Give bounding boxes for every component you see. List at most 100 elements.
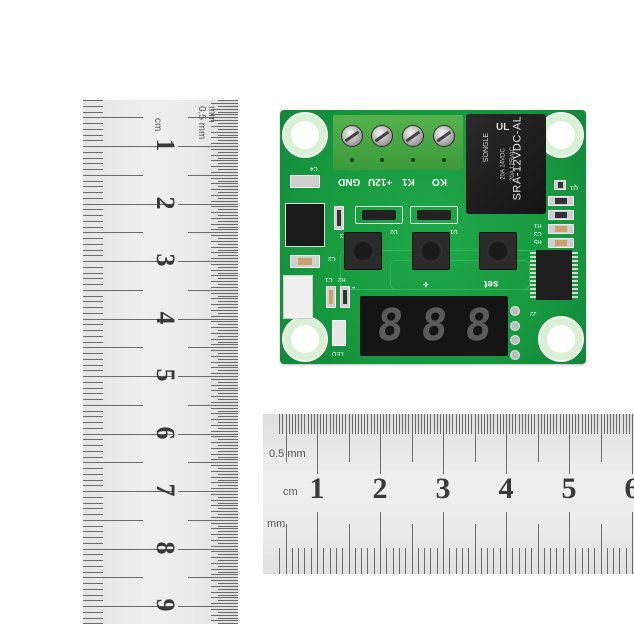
ruler-tick [427, 414, 429, 434]
ruler-tick [178, 318, 238, 320]
ruler-number: 2 [151, 196, 180, 209]
plus-button[interactable] [412, 232, 450, 270]
ruler-tick [218, 238, 238, 239]
ruler-tick [211, 125, 238, 127]
ruler-tick [512, 548, 514, 574]
label-minus: - [352, 282, 356, 293]
ruler-tick [83, 192, 103, 193]
ruler-tick [218, 186, 238, 188]
ruler-tick [218, 255, 238, 257]
label-12v: +12U [368, 176, 393, 187]
terminal-screw[interactable] [341, 125, 363, 147]
ruler-tick [83, 525, 103, 527]
ruler-tick [600, 524, 602, 574]
ruler-tick [211, 614, 238, 616]
terminal-screw[interactable] [371, 125, 393, 147]
ruler-half-mm-label: 0.5 mm [269, 448, 306, 460]
set-button[interactable] [479, 232, 517, 270]
mounting-hole [282, 316, 328, 362]
ruler-tick [310, 548, 312, 574]
terminal-screw[interactable] [433, 125, 455, 147]
ruler-tick [351, 414, 353, 434]
ruler-tick [211, 246, 238, 248]
transistor-q1 [554, 180, 566, 190]
ruler-tick [211, 223, 238, 225]
ruler-tick [83, 468, 103, 469]
ruler-tick [83, 301, 103, 303]
ruler-tick [493, 548, 495, 574]
ruler-tick [632, 414, 633, 474]
ruler-tick [575, 414, 577, 434]
ruler-tick [218, 111, 238, 113]
ruler-tick [188, 577, 238, 579]
ruler-tick [83, 284, 103, 285]
ruler-tick [211, 407, 238, 409]
ruler-tick [443, 512, 444, 574]
ruler-tick [490, 414, 492, 434]
ruler-tick [380, 414, 381, 474]
ruler-tick [587, 548, 589, 574]
label-c1: C1 [325, 276, 333, 282]
ruler-tick [83, 134, 103, 136]
label-q1: Q1 [570, 184, 579, 190]
header-pin [510, 349, 520, 360]
ruler-tick [218, 485, 238, 487]
ruler-tick [211, 545, 238, 547]
ruler-tick [211, 309, 238, 311]
ruler-tick [218, 272, 238, 274]
voltage-regulator [285, 203, 325, 247]
ruler-tick [285, 414, 287, 462]
ruler-tick [83, 594, 103, 596]
ruler-tick [395, 414, 397, 434]
ruler-tick [211, 361, 238, 363]
ruler-tick [211, 177, 238, 179]
ruler-tick [218, 399, 238, 400]
terminal-screw[interactable] [402, 125, 424, 147]
ruler-tick [211, 424, 238, 426]
ruler-tick [211, 200, 238, 202]
ruler-tick [178, 376, 238, 377]
ruler-tick [628, 414, 630, 434]
minus-button[interactable] [344, 232, 382, 270]
ruler-tick [218, 370, 238, 372]
ruler-tick [83, 324, 103, 326]
ruler-tick [83, 600, 103, 602]
ruler-tick [218, 295, 238, 297]
ruler-tick [83, 105, 103, 107]
ruler-tick [83, 151, 103, 153]
ruler-tick [83, 318, 173, 320]
ruler-tick [506, 414, 507, 474]
ruler-tick [335, 414, 337, 434]
ruler-tick [211, 286, 238, 288]
ruler-tick [218, 209, 238, 211]
ruler-tick [430, 548, 432, 574]
ruler-tick [218, 571, 238, 573]
ruler-tick [211, 327, 238, 329]
ruler-tick [83, 266, 103, 268]
ruler-tick [348, 524, 350, 574]
ruler-tick [211, 160, 238, 162]
ruler-tick [569, 512, 570, 574]
ruler-tick [211, 166, 238, 168]
ruler-tick [465, 414, 467, 434]
ruler-tick [178, 491, 238, 492]
ruler-tick [546, 414, 548, 434]
ruler-tick [211, 384, 238, 386]
ruler-tick [279, 414, 281, 434]
ruler-tick [218, 565, 238, 567]
ruler-number: 5 [151, 368, 180, 382]
ruler-tick [218, 479, 238, 481]
ruler-tick [632, 512, 633, 574]
ruler-tick [625, 414, 627, 434]
display-digit: 8 [374, 300, 406, 351]
ruler-tick [211, 194, 238, 196]
sensor-connector[interactable] [283, 275, 313, 319]
ruler-tick [83, 128, 103, 130]
ruler-tick [188, 232, 238, 234]
label-c3: C3 [534, 230, 542, 236]
ruler-tick [625, 548, 627, 574]
ruler-tick [211, 505, 238, 507]
ruler-tick [499, 414, 501, 434]
display-digit: 8 [462, 300, 494, 351]
ruler-tick [357, 414, 359, 434]
